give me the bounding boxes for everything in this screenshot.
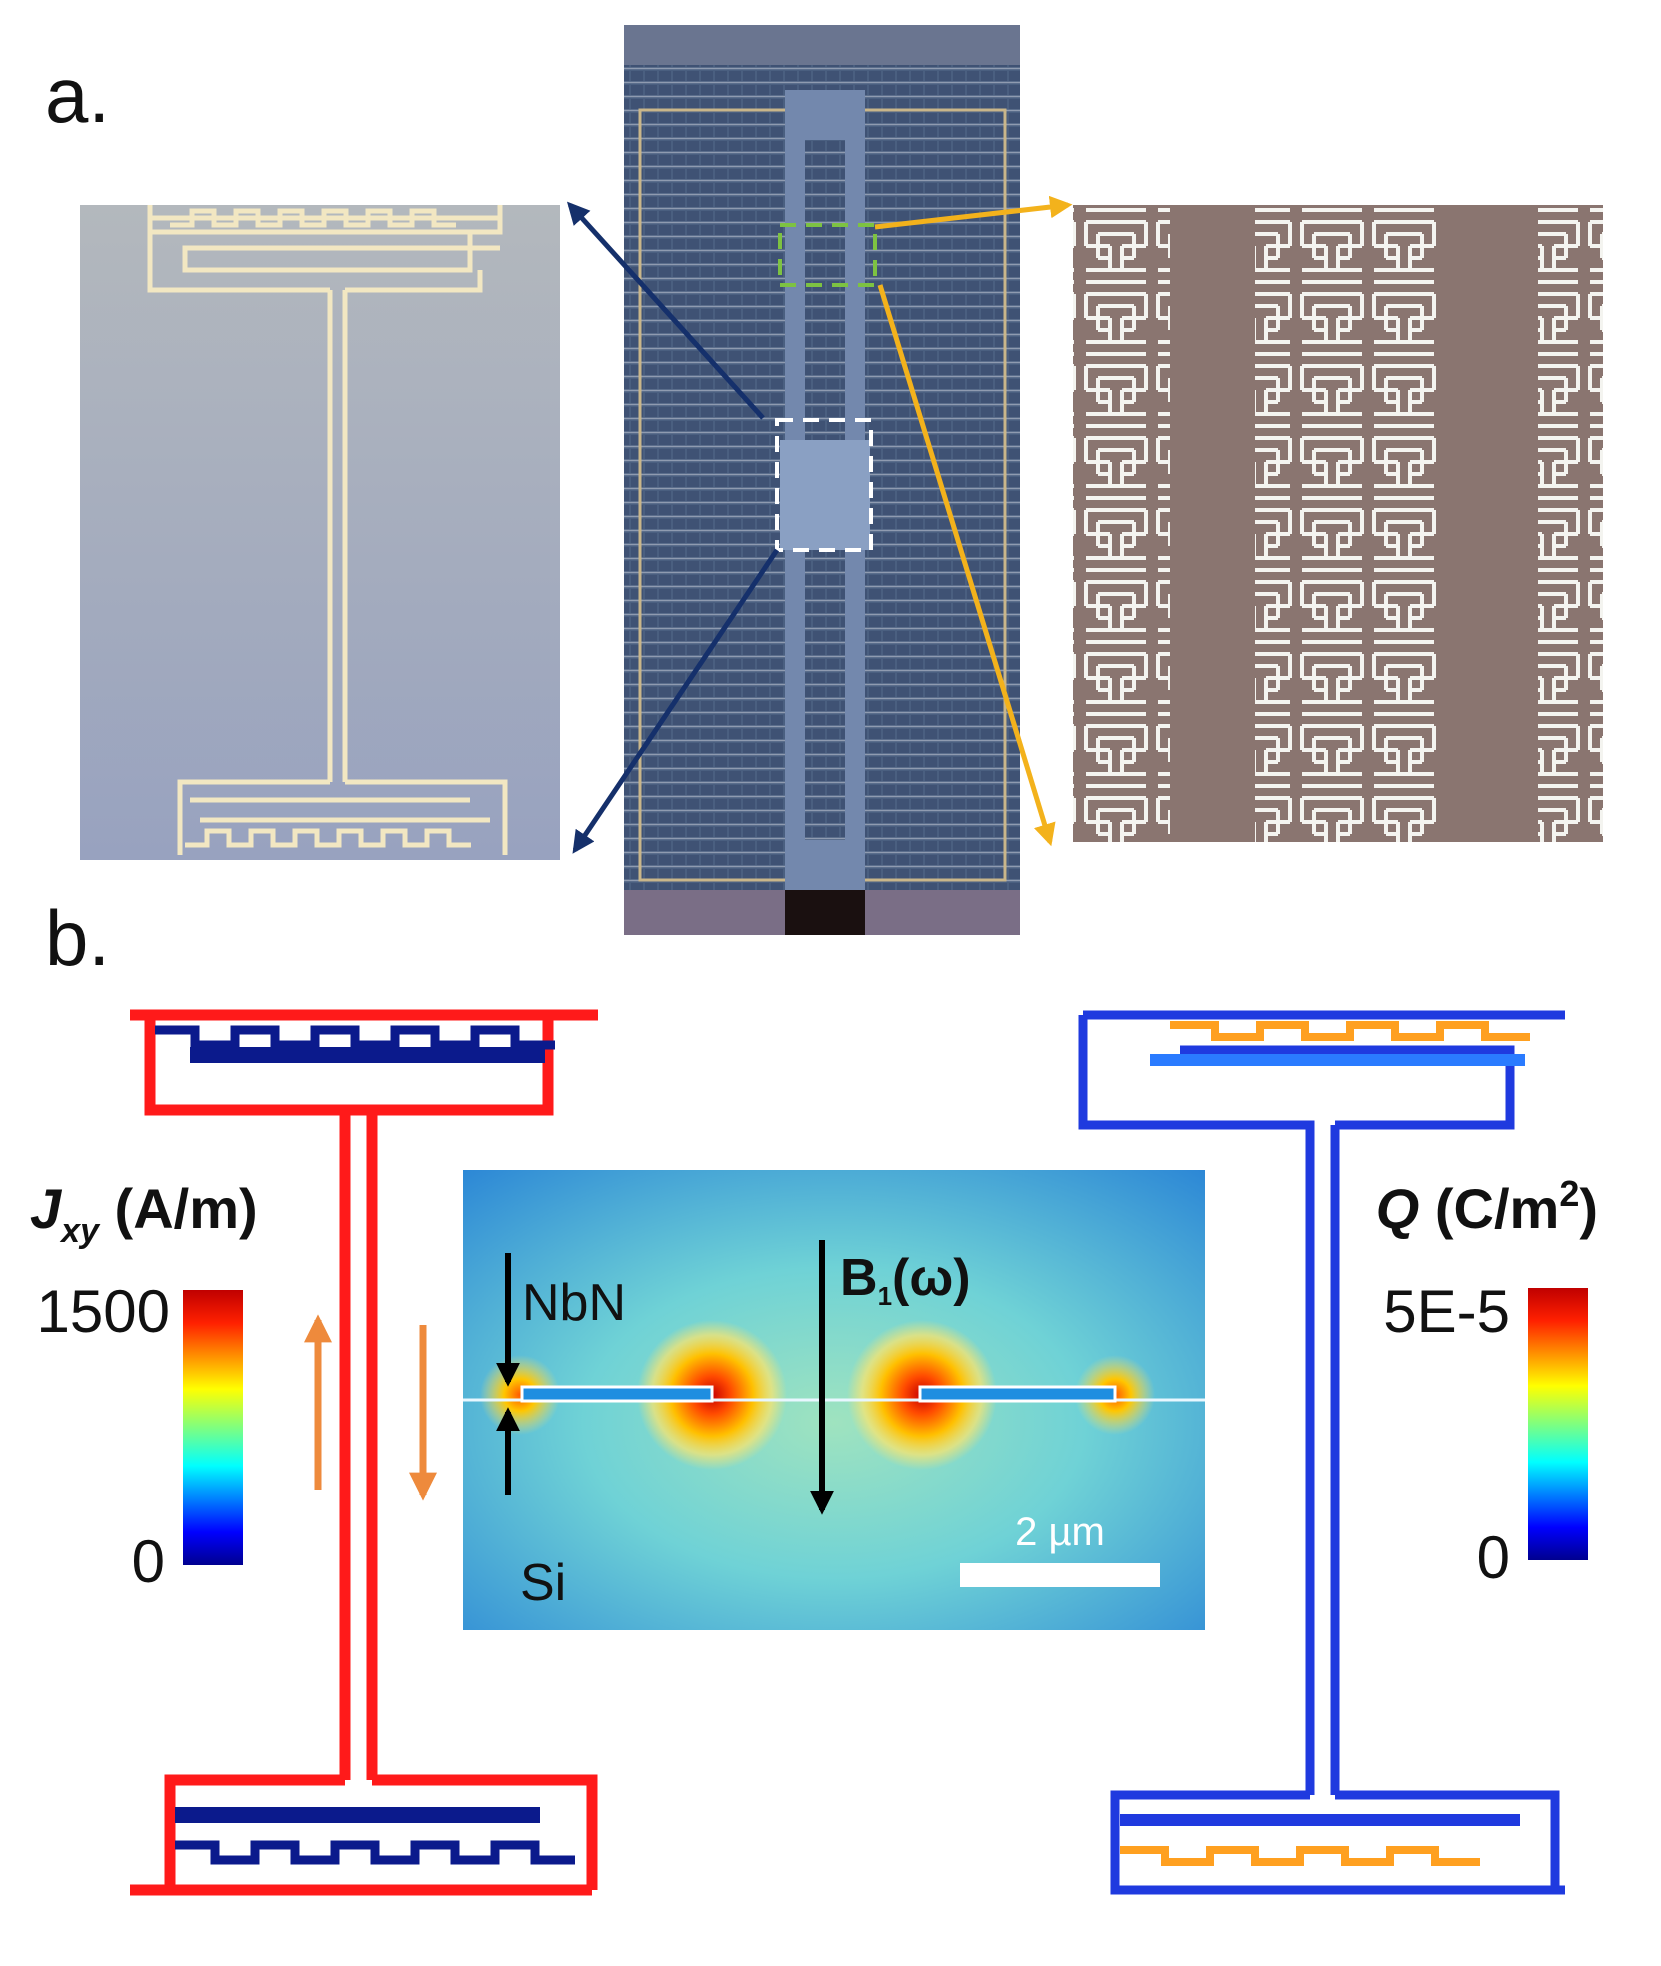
gold-arrow-lower <box>877 284 1056 847</box>
current-density-map <box>130 1009 598 1896</box>
panel-label-b: b. <box>45 894 110 982</box>
colorbar-right-min: 0 <box>1477 1524 1510 1591</box>
panel-label-a: a. <box>45 51 110 139</box>
nbn-label: NbN <box>522 1274 626 1332</box>
cross-section-inset <box>463 1170 1205 1630</box>
colorbar-right <box>1528 1288 1588 1560</box>
colorbar-right-title: Q (C/m2) <box>1376 1173 1598 1240</box>
white-selection-box <box>775 418 873 552</box>
navy-arrow-lower <box>572 548 780 854</box>
colorbar-left-min: 0 <box>132 1528 165 1595</box>
colorbar-left-title: Jxy (A/m) <box>30 1177 258 1250</box>
scale-bar <box>960 1563 1160 1587</box>
si-label: Si <box>520 1554 566 1612</box>
gold-arrow-upper <box>874 195 1073 230</box>
colorbar-left-max: 1500 <box>37 1278 170 1345</box>
colorbar-right-max: 5E-5 <box>1383 1278 1510 1345</box>
field-label: B1(ω) <box>840 1249 971 1311</box>
colorbar-left <box>183 1290 243 1565</box>
charge-density-map <box>1078 1010 1565 1895</box>
right-micrograph <box>1073 205 1603 842</box>
scale-bar-label: 2 µm <box>1015 1510 1105 1554</box>
left-micrograph <box>80 205 560 860</box>
chip-micrograph <box>624 25 1020 935</box>
navy-arrow-upper <box>566 201 765 420</box>
